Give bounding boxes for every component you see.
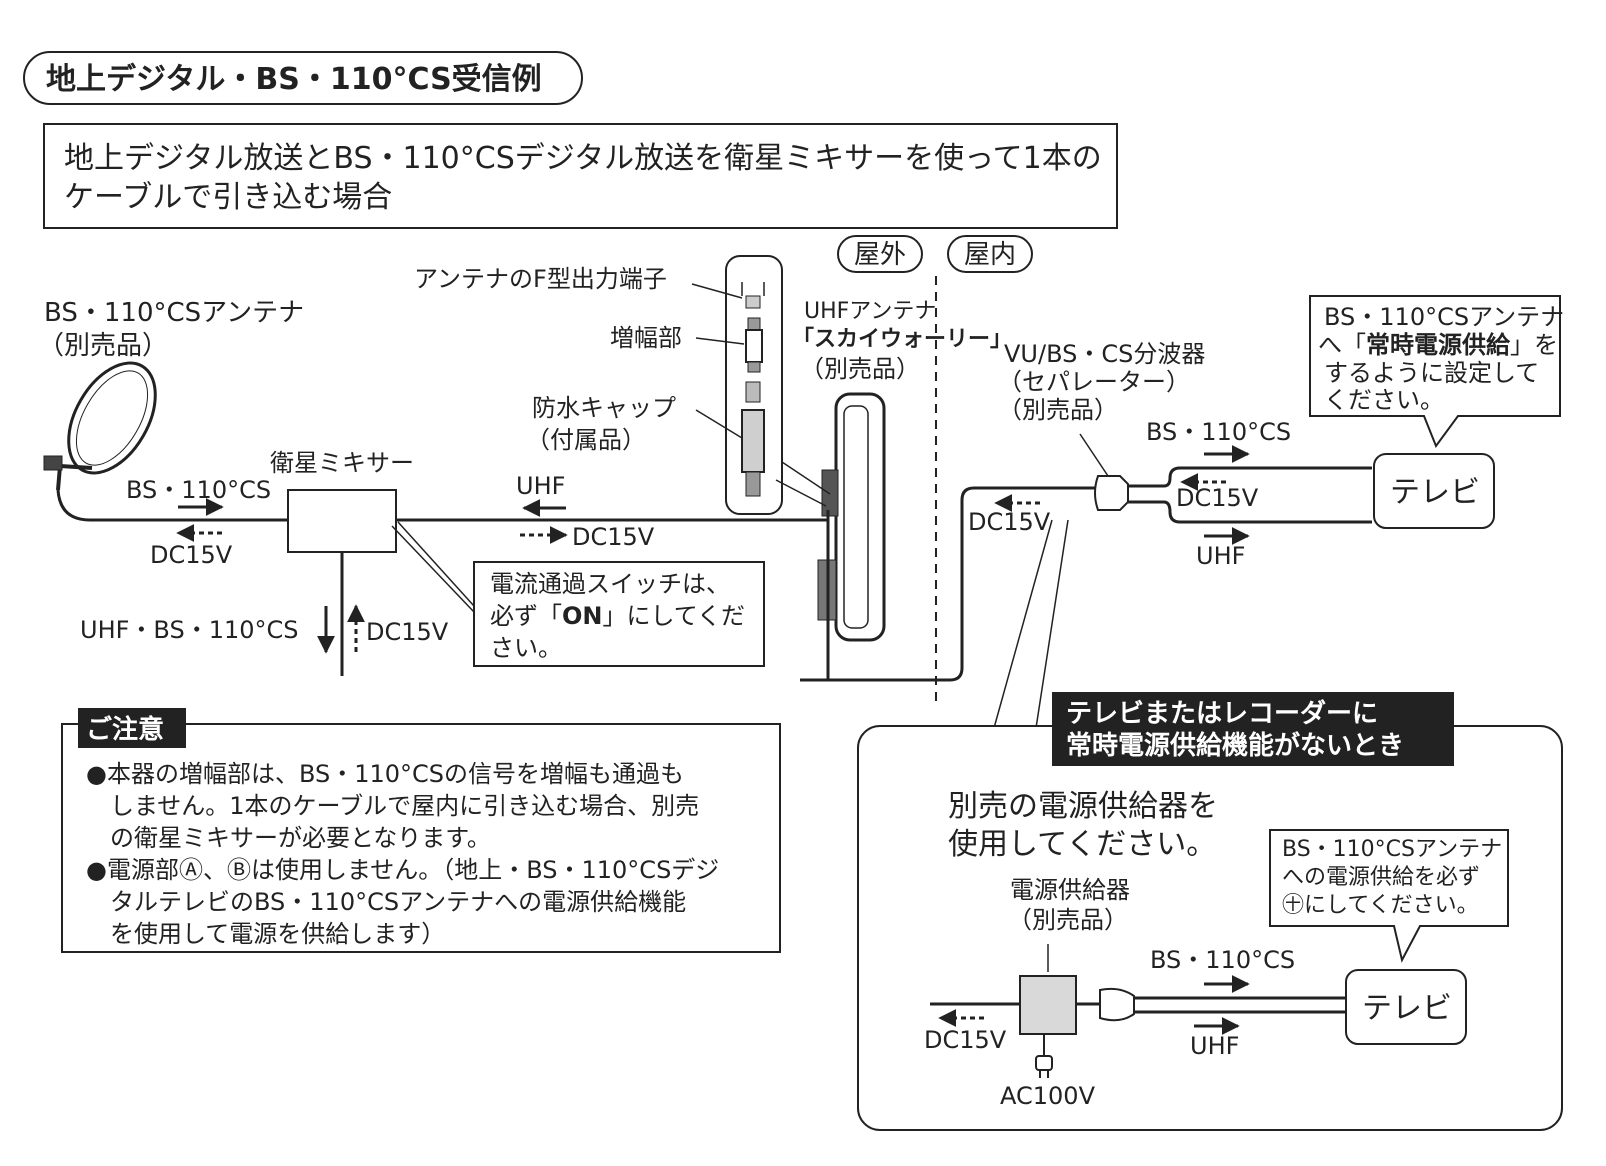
title-pill: 地上デジタル・BS・110°CS受信例: [23, 51, 583, 105]
svg-text:BS・110°CSアンテナ: BS・110°CSアンテナ: [1324, 303, 1564, 331]
panel-separator-icon: [1099, 987, 1135, 1022]
page-title: 地上デジタル・BS・110°CS受信例: [46, 62, 542, 97]
supply-ac-label: AC100V: [1000, 1082, 1096, 1110]
no-power-desc-2: 使用してください。: [948, 827, 1216, 862]
mixer-box: [287, 489, 397, 553]
intro-line-2: ケーブルで引き込む場合: [64, 180, 392, 215]
separator-line-2: （セパレーター）: [998, 368, 1190, 396]
panel-tv-label: テレビ: [1362, 991, 1452, 1026]
mixer-uhf-label: UHF: [516, 472, 565, 500]
no-power-header-1: テレビまたはレコーダーに: [1066, 698, 1378, 729]
uhf-antenna-line-3: （別売品）: [800, 355, 920, 383]
svg-text:㊉にしてください。: ㊉にしてください。: [1282, 893, 1479, 918]
mixer-name: 衛星ミキサー: [270, 449, 414, 477]
uhf-antenna-icon: [817, 392, 886, 642]
separator-line-1: VU/BS・CS分波器: [1004, 340, 1205, 368]
separator-uhf-label: UHF: [1196, 542, 1245, 570]
bs-dish-icon: [43, 361, 157, 491]
caution-header: ご注意: [86, 714, 164, 745]
zone-indoor: 屋内: [947, 235, 1033, 273]
caution-line-6: を使用して電源を供給します）: [86, 920, 445, 948]
caution-line-1: ●本器の増幅部は、BS・110°CSの信号を増幅も通過も: [86, 760, 684, 788]
panel-tv-box: [1345, 969, 1467, 1045]
separator-icon: [1094, 475, 1129, 511]
separator-dc2-label: DC15V: [1176, 484, 1259, 512]
cable-sep-tv-bs: [1128, 466, 1372, 488]
svg-text:屋内: 屋内: [964, 240, 1016, 270]
panel-bs-label: BS・110°CS: [1150, 946, 1295, 974]
svg-text:するように設定して: するように設定して: [1324, 359, 1539, 387]
panel-callout: BS・110°CSアンテナ への電源供給を必ず ㊉にしてください。: [1269, 829, 1509, 963]
separator-bs-label: BS・110°CS: [1146, 418, 1291, 446]
intro-box: 地上デジタル放送とBS・110°CSデジタル放送を衛星ミキサーを使って1本の ケ…: [43, 123, 1118, 229]
separator-dc-label: DC15V: [968, 508, 1051, 536]
cable-sep-tv-uhf: [1128, 500, 1372, 524]
no-power-header-2: 常時電源供給機能がないとき: [1066, 730, 1404, 761]
svg-text:さい。: さい。: [490, 634, 562, 662]
svg-text:電流通過スイッチは、: 電流通過スイッチは、: [490, 570, 730, 598]
plug-icon: [1035, 1055, 1053, 1078]
cable-to-indoor: [826, 486, 1098, 682]
mixer-in-dc-label: DC15V: [150, 541, 233, 569]
cap-label-2: （付属品）: [526, 426, 646, 454]
caution-line-2: しません。1本のケーブルで屋内に引き込む場合、別売: [86, 792, 699, 820]
f-terminal-label: アンテナのF型出力端子: [414, 265, 667, 293]
mixer-out-label: UHF・BS・110°CS: [80, 616, 299, 644]
mixer-in-bs-label: BS・110°CS: [126, 476, 271, 504]
supply-label-2: （別売品）: [1008, 906, 1128, 934]
cable-dish-mixer: [56, 489, 290, 522]
svg-text:BS・110°CSアンテナ: BS・110°CSアンテナ: [1282, 837, 1502, 862]
caution-line-4: ●電源部Ⓐ、Ⓑは使用しません。（地上・BS・110°CSデジ: [86, 856, 719, 884]
bs-antenna-sub: （別売品）: [38, 331, 168, 361]
no-power-desc-1: 別売の電源供給器を: [948, 789, 1218, 824]
svg-text:へ「常時電源供給」を: へ「常時電源供給」を: [1318, 331, 1558, 359]
switch-note-box: 電流通過スイッチは、 必ず「ON」にしてくだ さい。: [473, 561, 765, 667]
mixer-uhf-dc-label: DC15V: [572, 523, 655, 551]
amplifier-label: 増幅部: [610, 324, 682, 352]
cap-label-1: 防水キャップ: [532, 394, 676, 422]
svg-text:必ず「ON」にしてくだ: 必ず「ON」にしてくだ: [490, 602, 745, 630]
switch-note-leader: [391, 525, 475, 613]
uhf-antenna-line-2: 「スカイウォーリー」: [792, 327, 1012, 352]
tv-callout: BS・110°CSアンテナ へ「常時電源供給」を するように設定して ください。: [1309, 295, 1564, 449]
panel-uhf-label: UHF: [1190, 1032, 1239, 1060]
tv-label: テレビ: [1390, 475, 1480, 510]
mixer-out-dc-label: DC15V: [366, 618, 449, 646]
svg-text:への電源供給を必ず: への電源供給を必ず: [1282, 865, 1480, 890]
caution-line-3: の衛星ミキサーが必要となります。: [86, 824, 491, 852]
svg-text:ください。: ください。: [1324, 386, 1444, 414]
svg-text:屋外: 屋外: [854, 240, 906, 270]
caution-line-5: タルテレビのBS・110°CSアンテナへの電源供給機能: [86, 888, 686, 916]
terminal-detail: [725, 255, 783, 515]
no-power-panel: テレビまたはレコーダーに 常時電源供給機能がないとき 別売の電源供給器を 使用し…: [857, 692, 1563, 1131]
supply-label-1: 電源供給器: [1010, 876, 1130, 904]
intro-line-1: 地上デジタル放送とBS・110°CSデジタル放送を衛星ミキサーを使って1本の: [64, 141, 1102, 176]
tv-box: [1373, 453, 1495, 529]
uhf-antenna-line-1: UHFアンテナ: [804, 299, 936, 324]
supply-dc-label: DC15V: [924, 1026, 1007, 1054]
power-supply-box: [1019, 975, 1077, 1035]
zone-outdoor: 屋外: [837, 235, 923, 273]
bs-antenna-name: BS・110°CSアンテナ: [44, 298, 304, 328]
caution-box: ご注意 ●本器の増幅部は、BS・110°CSの信号を増幅も通過も しません。1本…: [61, 708, 781, 953]
separator-line-3: （別売品）: [998, 396, 1118, 424]
